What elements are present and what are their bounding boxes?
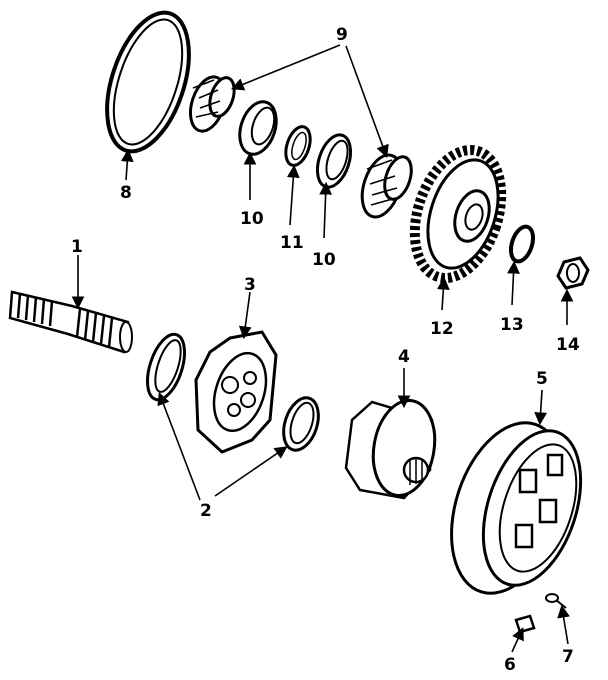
part-13-washer: [508, 224, 536, 264]
callout-labels: 1 2 3 4 5 6 7 8 9 10 10 11 12 13 14: [71, 25, 580, 675]
part-11-small-ring: [284, 125, 312, 167]
callout-9: 9: [336, 25, 348, 45]
leader-7: [557, 604, 570, 645]
callout-13: 13: [500, 315, 524, 335]
part-9-bearing-lower: [360, 153, 413, 219]
part-4-drum: [344, 398, 437, 500]
leader-13: [507, 260, 520, 306]
leader-12: [436, 276, 450, 311]
callout-4: 4: [398, 347, 410, 367]
callout-5: 5: [536, 369, 548, 389]
part-5-clutch: [450, 421, 583, 595]
leader-8: [120, 148, 134, 181]
part-2-ring-right: [282, 396, 320, 452]
leader-5: [534, 389, 547, 426]
leader-6: [511, 627, 524, 653]
leader-3: [238, 291, 252, 340]
callout-7: 7: [562, 647, 574, 667]
part-9-bearing-upper: [188, 75, 236, 133]
callout-14: 14: [556, 335, 580, 355]
callout-2: 2: [200, 501, 212, 521]
part-6-key: [514, 614, 536, 634]
leader-11: [286, 164, 300, 226]
part-10-race-upper: [238, 100, 278, 156]
callout-10-left: 10: [240, 209, 264, 229]
leader-2-left: [157, 392, 201, 501]
callout-8: 8: [120, 183, 132, 203]
part-14-nut: [556, 256, 590, 290]
leader-9-right: [345, 45, 389, 159]
leader-9-left: [231, 44, 341, 91]
part-3-carrier: [194, 330, 278, 454]
leader-10-right: [319, 181, 333, 239]
part-8-large-ring: [105, 10, 191, 154]
leader-lines: [71, 44, 574, 653]
part-1-shaft: [8, 290, 133, 354]
part-12-gear: [409, 145, 507, 283]
callout-3: 3: [244, 275, 256, 295]
leader-2-right: [214, 446, 288, 497]
callout-11: 11: [280, 233, 304, 253]
part-10-race-lower: [315, 133, 353, 189]
callout-10-right: 10: [312, 250, 336, 270]
part-7-pin: [545, 593, 567, 609]
callout-12: 12: [430, 319, 454, 339]
callout-1: 1: [71, 237, 83, 257]
callout-6: 6: [504, 655, 516, 675]
part-2-ring-left: [146, 332, 186, 402]
